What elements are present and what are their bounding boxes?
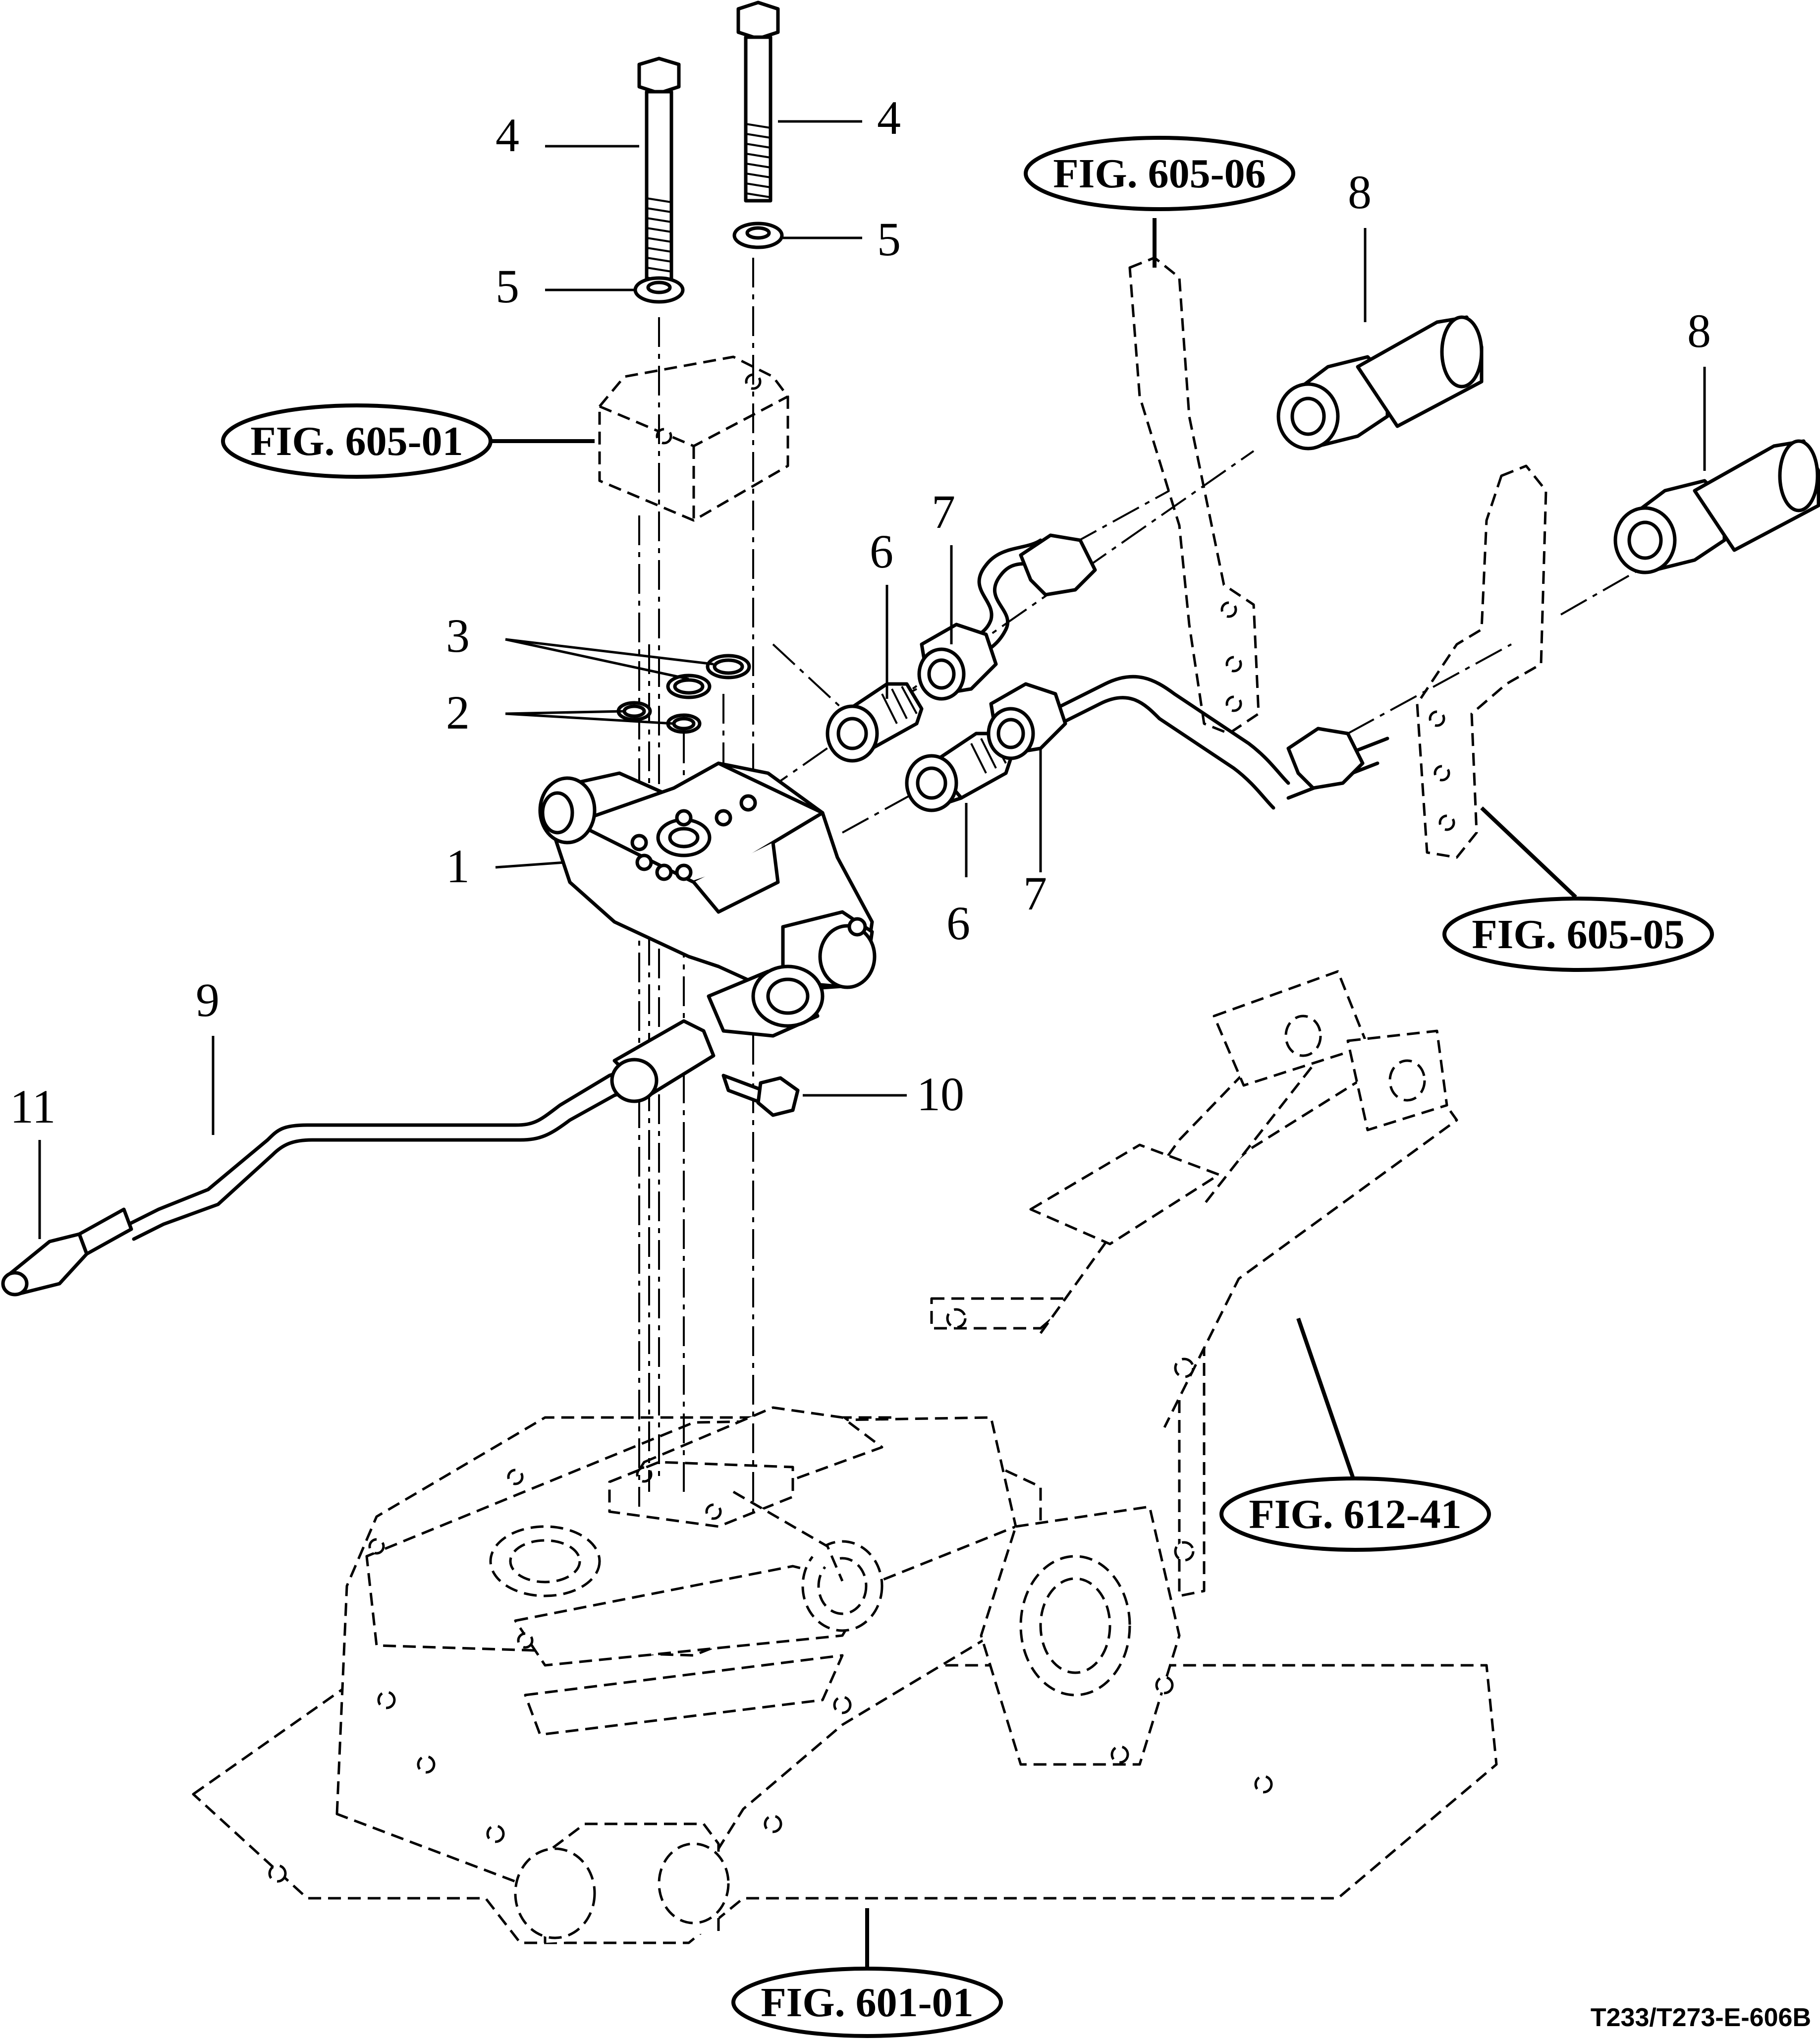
knob-11	[1, 1232, 89, 1297]
figure-reference-605-06[interactable]: FIG. 605-06	[1024, 136, 1295, 211]
hose-7a	[917, 533, 1097, 701]
rear-housing-outline	[192, 1406, 1498, 1944]
callout-9: 9	[196, 973, 220, 1026]
figure-reference-612-41-label: FIG. 612-41	[1249, 1491, 1461, 1537]
bolt-4a	[637, 57, 681, 294]
bracket-plate-a-outline	[1128, 256, 1260, 735]
washer-5b	[732, 222, 784, 249]
callout-4a: 4	[496, 109, 519, 162]
o-rings-3	[666, 654, 751, 699]
figure-reference-605-01[interactable]: FIG. 605-01	[221, 403, 493, 479]
bolt-4b	[736, 0, 780, 203]
pipe-7b	[987, 675, 1389, 810]
figure-reference-605-01-label: FIG. 605-01	[250, 418, 463, 464]
callout-1: 1	[446, 840, 470, 893]
callout-numbers: 4 4 5 5 8 8 7 6 3 2 1 6 7 9 11 10	[10, 91, 1711, 1133]
control-valve-1	[538, 761, 877, 1038]
callout-8a: 8	[1348, 166, 1372, 219]
callout-4b: 4	[877, 91, 901, 144]
callout-2: 2	[446, 686, 470, 739]
control-lever-9	[77, 1019, 716, 1256]
figure-reference-612-41[interactable]: FIG. 612-41	[1219, 1476, 1491, 1552]
callout-6b: 6	[946, 897, 970, 950]
leader-lines	[38, 120, 1706, 1978]
figure-reference-605-05-label: FIG. 605-05	[1472, 911, 1684, 958]
callout-7b: 7	[1023, 867, 1047, 920]
quick-coupler-8b	[1613, 439, 1820, 574]
lift-arm-bracket-outline	[930, 970, 1458, 1597]
callout-7a: 7	[932, 485, 955, 538]
callout-10: 10	[917, 1068, 964, 1121]
quick-coupler-8a	[1276, 315, 1484, 451]
figure-reference-605-05[interactable]: FIG. 605-05	[1442, 897, 1714, 972]
callout-8b: 8	[1687, 304, 1711, 357]
washer-5a	[633, 276, 685, 304]
figure-reference-601-01[interactable]: FIG. 601-01	[731, 1967, 1003, 2038]
callout-6a: 6	[870, 525, 893, 578]
drawing-code: T233/T273-E-606B	[1591, 2003, 1811, 2032]
callout-5a: 5	[496, 260, 519, 313]
figure-reference-605-06-label: FIG. 605-06	[1053, 151, 1266, 197]
adaptor-6a	[826, 682, 924, 763]
callout-11: 11	[10, 1080, 55, 1133]
adaptor-6b	[905, 732, 1013, 812]
bolt-10	[721, 1074, 800, 1117]
callout-5b: 5	[877, 213, 901, 266]
mounting-block-outline	[598, 355, 789, 522]
callout-3: 3	[446, 609, 470, 662]
figure-reference-601-01-label: FIG. 601-01	[761, 1980, 973, 2026]
